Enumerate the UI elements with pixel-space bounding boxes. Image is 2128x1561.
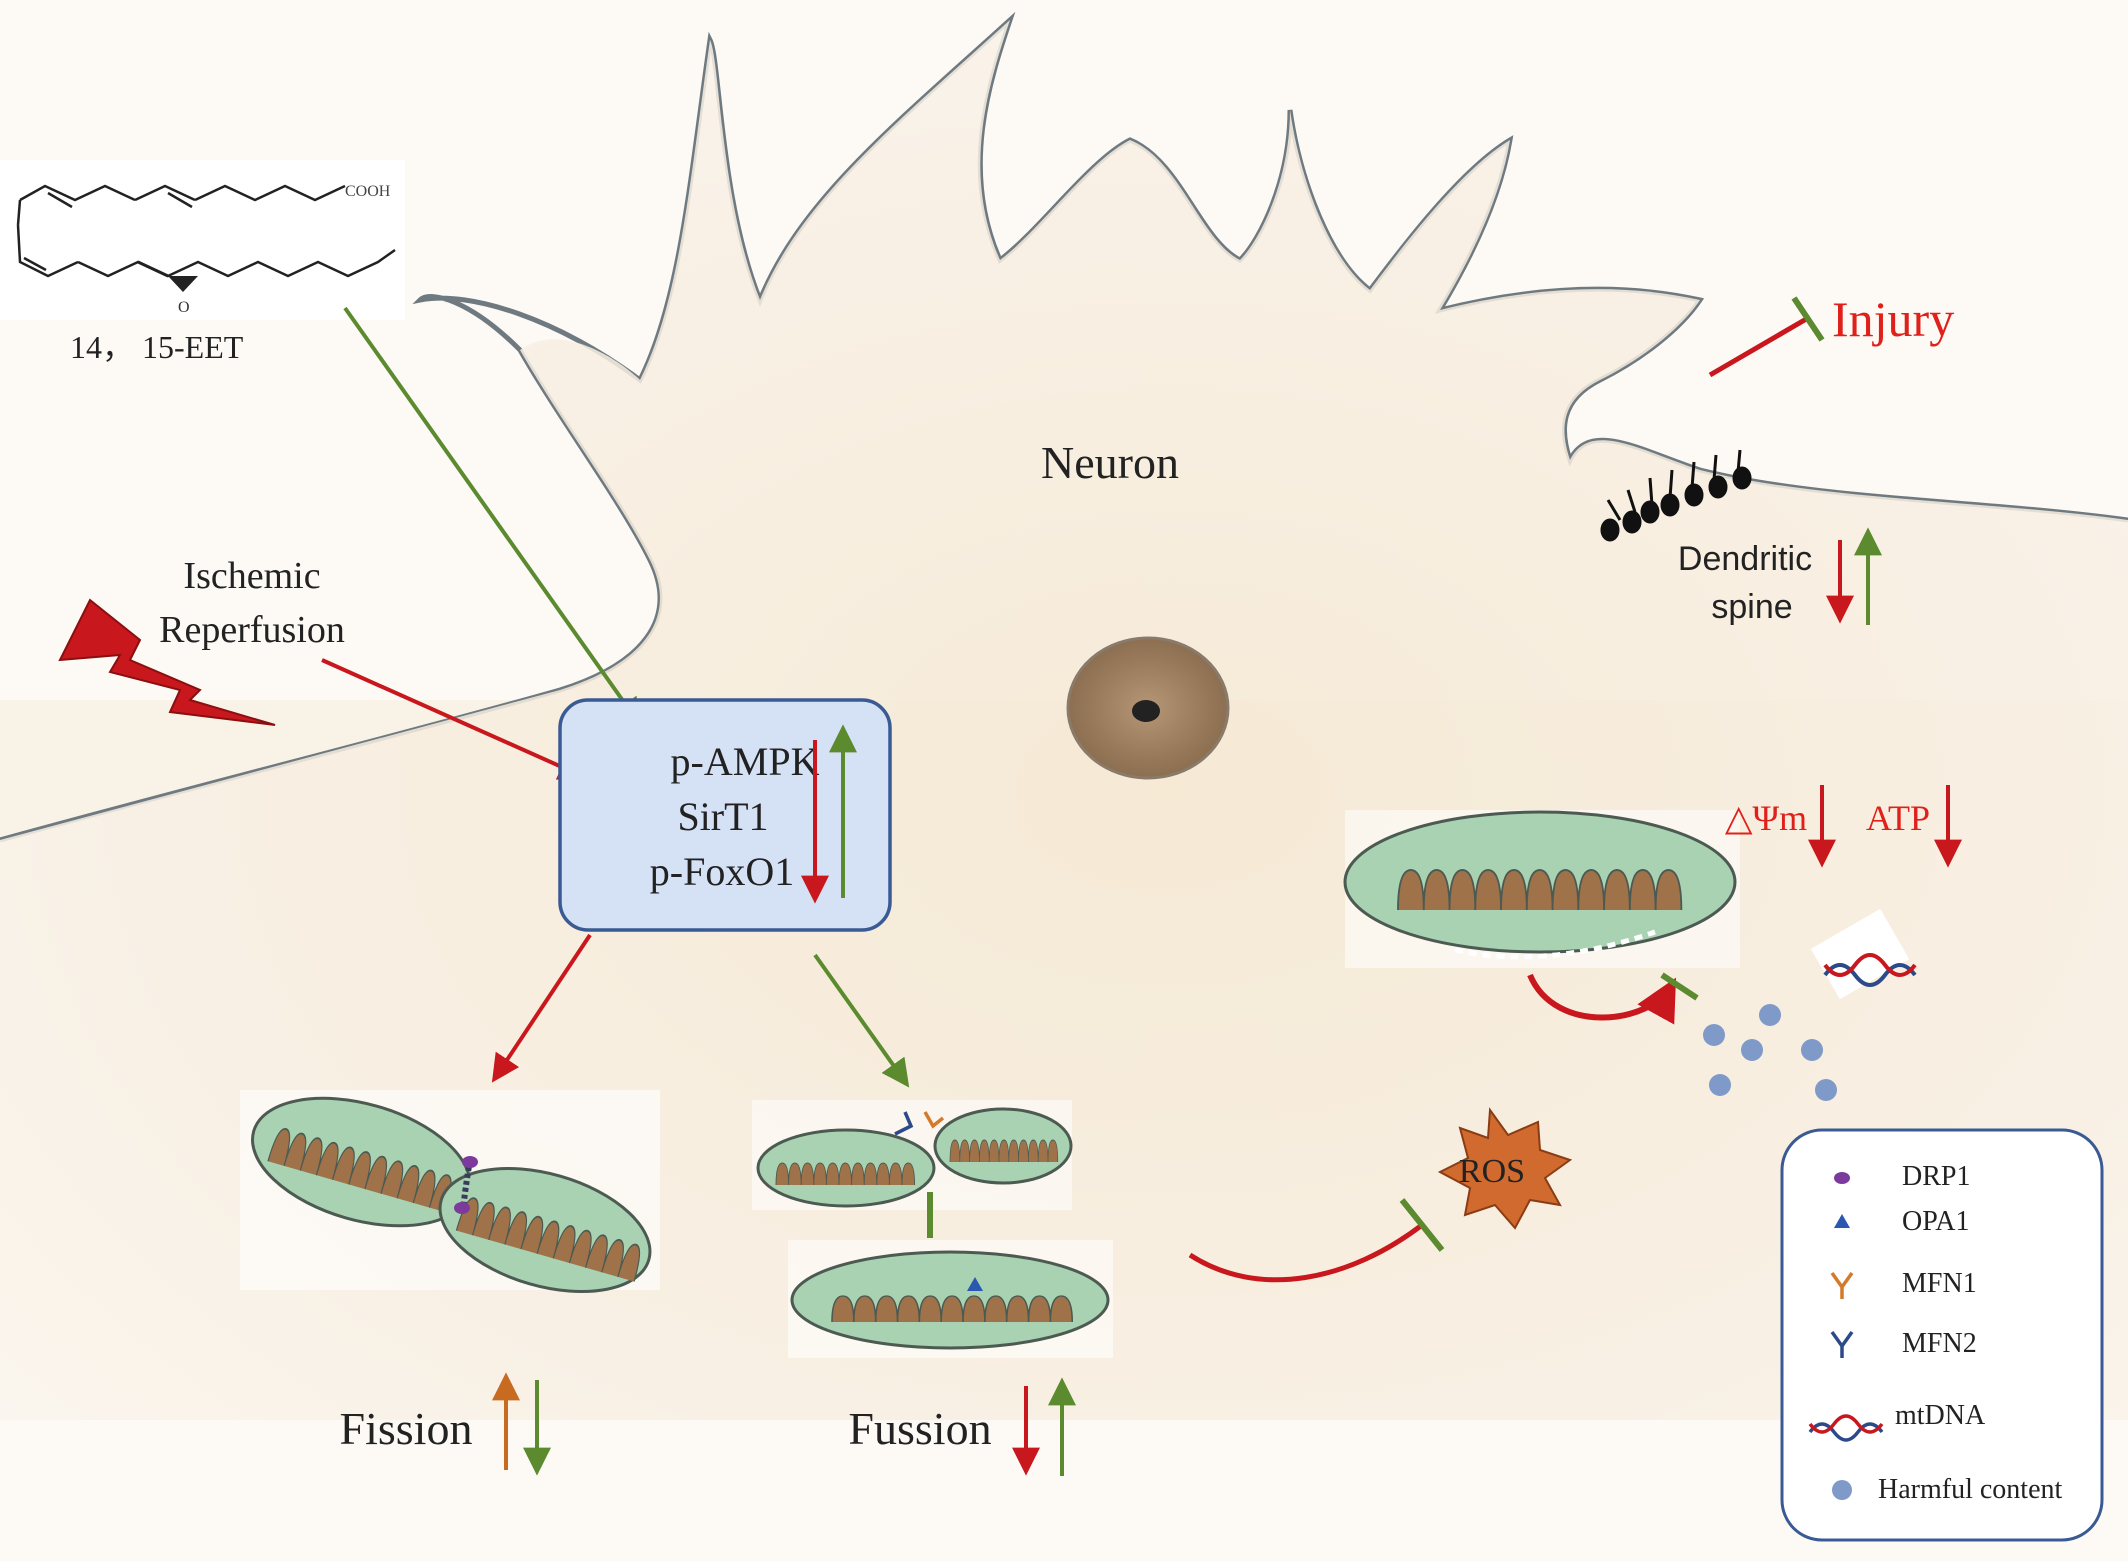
release-curve-arrow: [1527, 973, 1677, 1025]
fission-mitochondria: [240, 1090, 660, 1294]
legend-label: OPA1: [1902, 1206, 1969, 1237]
pathway-item: p-FoxO1: [650, 849, 794, 894]
epoxide-oxygen-label: O: [178, 299, 190, 316]
release-inhibit-bar: [1660, 972, 1699, 1001]
mfn1-y-icon: [923, 1111, 945, 1129]
damaged-mitochondrion: [1343, 810, 1740, 968]
pathway-to-fusion-arrow: [813, 953, 910, 1088]
pathway-item: SirT1: [677, 794, 768, 839]
pathway-to-fission-arrow: [491, 933, 592, 1083]
inhibit-injury-line: [1708, 315, 1810, 378]
dendritic-label-line1: Dendritic: [1678, 540, 1812, 578]
dendritic-label-line2: spine: [1711, 588, 1792, 626]
neuron-cytoplasm: [0, 20, 2128, 1420]
pathway-item: p-AMPK: [671, 739, 820, 784]
mfn2-y-icon: [1830, 1330, 1854, 1358]
dendritic-spines-icon: [1600, 449, 1752, 542]
atp-label: ATP: [1866, 798, 1930, 838]
stimulus-label-line1: Ischemic: [183, 555, 320, 597]
drp1-dot-icon: [462, 1156, 478, 1168]
legend-label: Harmful content: [1878, 1474, 2062, 1505]
legend-label: DRP1: [1902, 1161, 1970, 1192]
legend-label: MFN2: [1902, 1328, 1977, 1359]
lightning-bolt-icon: [58, 598, 276, 726]
nucleolus: [1132, 700, 1160, 722]
ros-burst-icon: [1437, 1107, 1573, 1230]
legend-label: mtDNA: [1895, 1400, 1986, 1431]
drp1-dot-icon: [454, 1202, 470, 1214]
drp1-dot-icon: [1834, 1172, 1850, 1184]
fusion-mitochondria: [752, 1100, 1113, 1358]
cooh-label: COOH: [345, 183, 391, 200]
fission-label: Fission: [340, 1403, 473, 1454]
opa1-triangle-icon: [967, 1277, 983, 1291]
delta-psi-label: △Ψm: [1725, 798, 1807, 838]
mfn1-y-icon: [1830, 1271, 1854, 1299]
eet-structure: O COOH: [0, 160, 405, 320]
ir-to-pathway-arrow: [321, 658, 588, 780]
legend-label: MFN1: [1902, 1268, 1977, 1299]
mfn2-y-icon: [894, 1111, 914, 1136]
injury-label: Injury: [1832, 291, 1954, 347]
inhibit-ros-bar: [1399, 1198, 1445, 1252]
inhibit-ros-curve: [1188, 1223, 1424, 1283]
opa1-triangle-icon: [1834, 1214, 1850, 1228]
neuron-label: Neuron: [1041, 437, 1179, 488]
eet-to-pathway-arrow: [343, 306, 642, 727]
ros-label: ROS: [1459, 1153, 1525, 1190]
mtdna-helix-icon: [1808, 1414, 1884, 1442]
fusion-label: Fussion: [848, 1403, 991, 1454]
pathway-box: p-AMPK SirT1 p-FoxO1: [558, 698, 892, 932]
compound-label: 14， 15-EET: [70, 329, 244, 365]
mtdna-helix-icon: [1810, 908, 1917, 1000]
harmful-content-icon: [1832, 1480, 1852, 1500]
legend: DRP1 OPA1 MFN1 MFN2 mtDNA Harmful conten…: [1780, 1128, 2104, 1542]
harmful-content-icon: [1703, 1004, 1837, 1101]
epoxide-ring-icon: [168, 276, 198, 292]
stimulus-label-line2: Reperfusion: [159, 609, 345, 651]
inhibit-injury-bar: [1791, 296, 1825, 342]
